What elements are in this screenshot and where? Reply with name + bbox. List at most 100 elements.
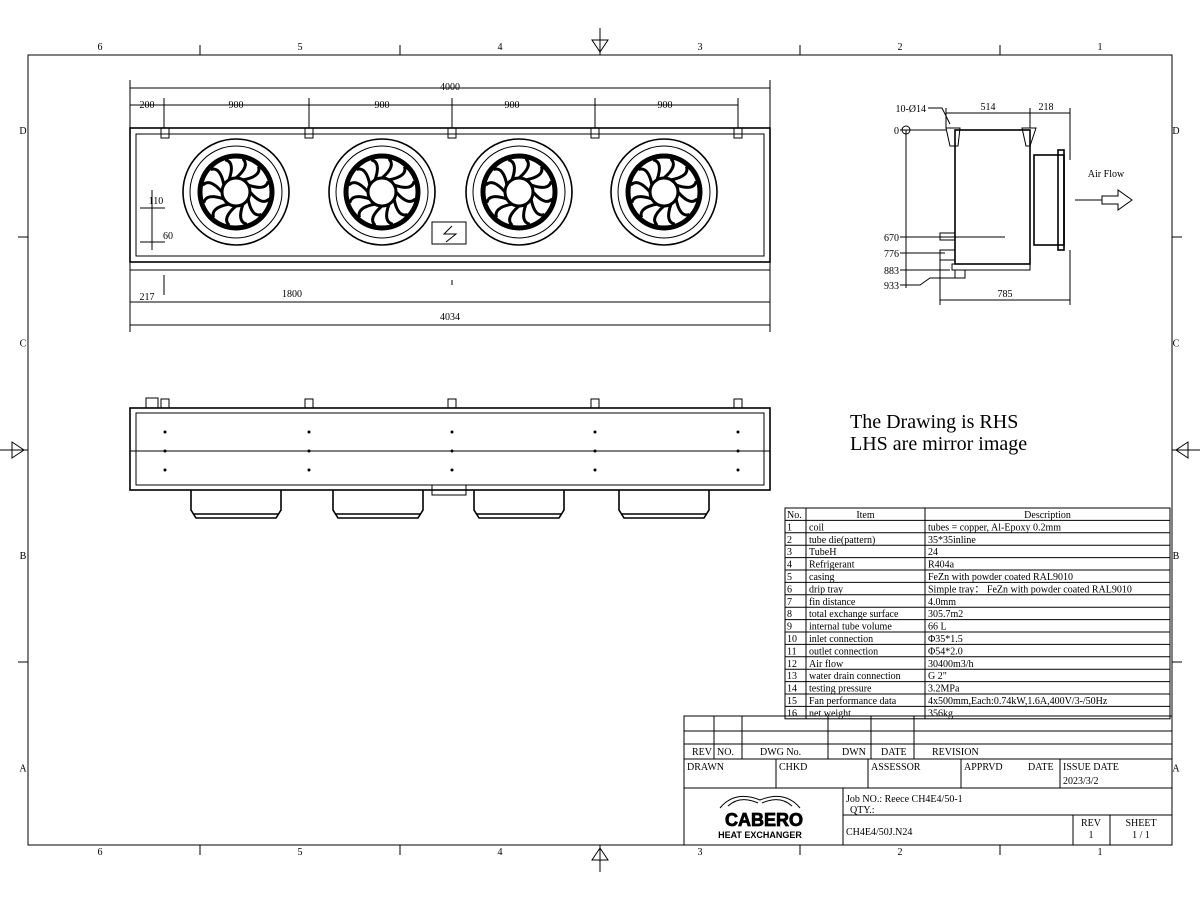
fan (328, 138, 436, 246)
note-line-1: The Drawing is RHS (850, 411, 1018, 433)
top-view (129, 397, 771, 519)
header-revision: REVISION (932, 747, 979, 758)
zone-row-label: B (1173, 551, 1180, 562)
row-description: 356kg (928, 708, 953, 719)
dim-vertical: 0 (894, 126, 899, 137)
zone-column-label: 2 (898, 847, 903, 858)
bolt (163, 449, 167, 453)
table-header: Item (856, 510, 875, 521)
bolt (163, 468, 167, 472)
dim-bottom: 217 (140, 292, 155, 303)
bolt (593, 468, 597, 472)
zone-column-label: 3 (698, 42, 703, 53)
dim-overall: 4000 (440, 82, 460, 93)
side-view: 10-Ø14 514 218 0 670 776 883 933 785 Air… (884, 102, 1133, 305)
row-item: outlet connection (809, 646, 878, 657)
row-item: tube die(pattern) (809, 535, 875, 546)
row-description: R404a (928, 560, 955, 571)
bolt (163, 430, 167, 434)
row-description: 4.0mm (928, 597, 956, 608)
table-header: Description (1024, 510, 1071, 521)
hanger-bracket (590, 127, 600, 139)
electrical-box (431, 221, 467, 245)
fan (465, 138, 573, 246)
fan-housing (473, 490, 565, 519)
row-number: 15 (787, 696, 797, 707)
cabero-logo: CABERO HEAT EXCHANGER (718, 795, 803, 840)
hanger-bracket (304, 127, 314, 139)
dim-top: 514 (981, 102, 996, 113)
bolt (736, 449, 740, 453)
row-number: 12 (787, 659, 797, 670)
row-description: tubes = copper, Al-Epoxy 0.2mm (928, 522, 1061, 533)
dim-left: 60 (163, 231, 173, 242)
row-description: G 2" (928, 671, 947, 682)
note-line-2: LHS are mirror image (850, 433, 1027, 455)
header-apprvd-date: DATE (1028, 762, 1054, 773)
row-item: drip tray (809, 584, 843, 595)
row-item: Air flow (809, 659, 844, 670)
zone-row-label: D (1172, 126, 1179, 137)
bolt (307, 449, 311, 453)
hanger-bracket (160, 398, 170, 409)
row-number: 2 (787, 535, 792, 546)
bolt (593, 449, 597, 453)
table-row: 7 fin distance 4.0mm (787, 597, 956, 608)
sheet-label: SHEET (1125, 818, 1156, 829)
fan-housing (190, 490, 282, 519)
hanger-bracket (304, 398, 314, 409)
row-number: 8 (787, 609, 792, 620)
row-description: Φ54*2.0 (928, 646, 963, 657)
air-flow-arrow (1075, 189, 1133, 211)
row-number: 4 (787, 560, 792, 571)
header-apprvd: APPRVD (964, 762, 1003, 773)
dim-vertical: 883 (884, 266, 899, 277)
zone-column-label: 4 (498, 847, 503, 858)
header-drawn: DRAWN (687, 762, 724, 773)
hanger-bracket (733, 398, 743, 409)
row-description: 4x500mm,Each:0.74kW,1.6A,400V/3-/50Hz (928, 696, 1108, 707)
row-number: 11 (787, 646, 797, 657)
zone-column-label: 6 (98, 847, 103, 858)
zone-column-label: 1 (1098, 847, 1103, 858)
zone-column-label: 5 (298, 847, 303, 858)
dim-segment: 900 (229, 100, 244, 111)
row-number: 7 (787, 597, 792, 608)
logo-text: CABERO (725, 810, 803, 830)
row-description: 66 L (928, 622, 947, 633)
dim-bottom: 1800 (282, 289, 302, 300)
dim-top: 218 (1039, 102, 1054, 113)
bolt (450, 430, 454, 434)
fan-housing (618, 490, 710, 519)
fan (182, 138, 290, 246)
rev-value: 1 (1089, 830, 1094, 841)
row-item: net weight (809, 708, 851, 719)
hanger-bracket (447, 127, 457, 139)
row-item: water drain connection (809, 671, 901, 682)
row-description: 305.7m2 (928, 609, 963, 620)
sheet-value: 1 / 1 (1132, 830, 1150, 841)
bolt (450, 449, 454, 453)
row-item: casing (809, 572, 835, 583)
rev-label: REV (1081, 818, 1102, 829)
row-item: fin distance (809, 597, 856, 608)
dim-vertical: 933 (884, 281, 899, 292)
hanger-bracket (733, 127, 743, 139)
title-block: REV NO. DWG No. DWN DATE REVISION DRAWN … (683, 715, 1173, 846)
header-rev: REV (692, 747, 713, 758)
fan-housing (332, 490, 424, 519)
row-description: Φ35*1.5 (928, 634, 963, 645)
row-item: testing pressure (809, 684, 872, 695)
zone-row-label: B (20, 551, 27, 562)
